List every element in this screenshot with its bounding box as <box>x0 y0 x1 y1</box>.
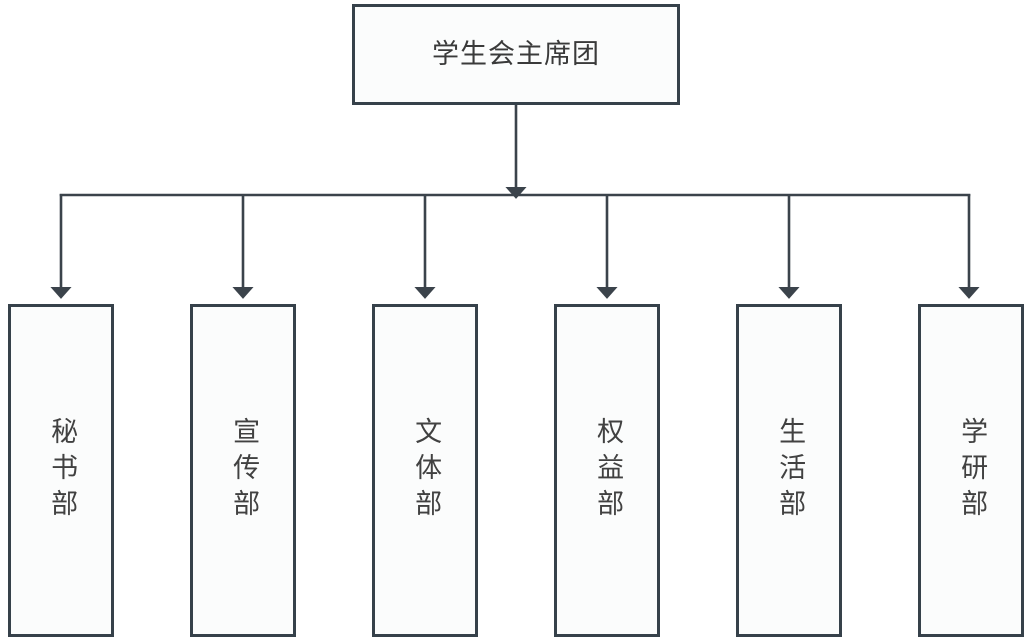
org-node-label: 权益部 <box>592 416 624 525</box>
org-node-label: 学研部 <box>956 416 988 525</box>
org-node-label: 宣传部 <box>228 416 260 525</box>
org-node-rights[interactable]: 权益部 <box>554 304 660 637</box>
org-node-label: 秘书部 <box>46 416 78 525</box>
org-node-label: 文体部 <box>410 416 442 525</box>
org-node-student-life[interactable]: 生活部 <box>736 304 842 637</box>
org-node-academic-research[interactable]: 学研部 <box>918 304 1024 637</box>
org-node-secretariat[interactable]: 秘书部 <box>8 304 114 637</box>
org-node-root[interactable]: 学生会主席团 <box>352 4 680 105</box>
org-node-publicity[interactable]: 宣传部 <box>190 304 296 637</box>
org-node-root-label: 学生会主席团 <box>432 39 600 70</box>
org-node-culture-sports[interactable]: 文体部 <box>372 304 478 637</box>
org-node-label: 生活部 <box>774 416 806 525</box>
